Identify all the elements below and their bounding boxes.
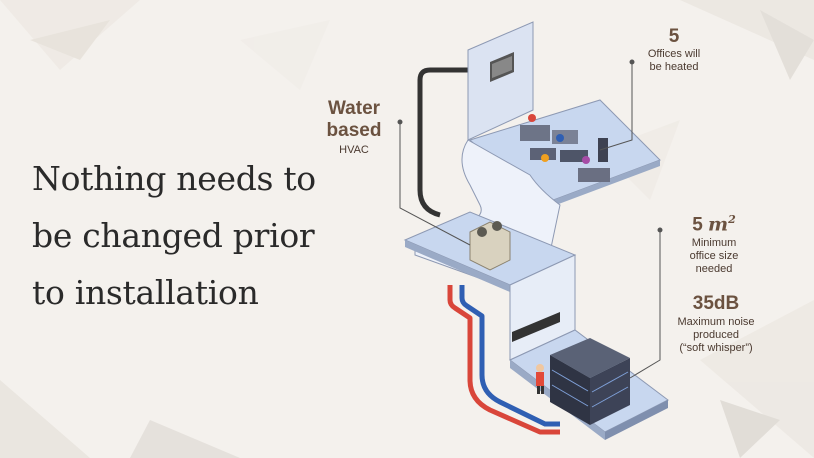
stat-offices-value: 5 [668, 26, 680, 47]
stat-offices: 5 Offices will be heated [632, 26, 716, 74]
stat-noise-label-3: (“soft whisper”) [679, 342, 753, 354]
stat-hvac: Water based HVAC [318, 98, 390, 157]
stat-noise: 35dB Maximum noise produced (“soft whisp… [666, 292, 766, 355]
stat-offices-label-2: be heated [649, 61, 699, 73]
stat-hvac-value-2: based [326, 120, 382, 141]
stat-office-size-exponent: 2 [728, 213, 736, 226]
stat-hvac-label: HVAC [339, 144, 369, 156]
stat-offices-label-1: Offices will [647, 48, 701, 60]
stat-office-size-label-2: office size [689, 250, 739, 263]
callout-lines [397, 59, 663, 379]
server-racks [550, 338, 630, 425]
stat-office-size-label-1: Minimum [691, 237, 737, 250]
stat-office-size-value: 5 m2 [672, 208, 756, 237]
hvac-pipes [417, 67, 560, 435]
stat-office-size: 5 m2 Minimum office size needed [672, 208, 756, 276]
headline: Nothing needs to be changed prior to ins… [32, 150, 332, 321]
headline-line-2: be changed prior [32, 216, 315, 255]
headline-line-3: to installation [32, 273, 259, 312]
headline-line-1: Nothing needs to [32, 159, 316, 198]
stat-noise-label-1: Maximum noise [677, 316, 755, 328]
hvac-unit [469, 221, 511, 271]
stat-office-size-unit: m [708, 213, 729, 236]
stat-noise-label-2: produced [693, 329, 739, 341]
technician-figure [536, 364, 544, 394]
stat-office-size-number: 5 [692, 214, 703, 236]
stat-office-size-label-3: needed [695, 263, 733, 276]
stat-hvac-value-1: Water [327, 98, 381, 119]
office-scene [520, 114, 610, 182]
stat-noise-value: 35dB [692, 293, 740, 314]
